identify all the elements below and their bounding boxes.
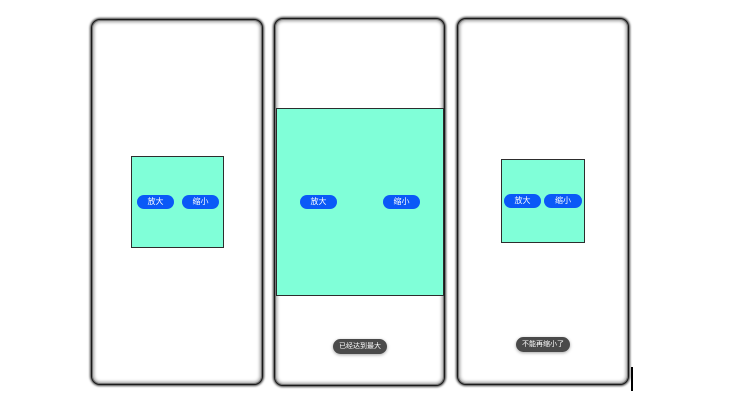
text-cursor <box>631 367 633 391</box>
toast-max-reached: 已经达到最大 <box>333 339 387 354</box>
zoom-out-button[interactable]: 缩小 <box>383 195 420 209</box>
zoomable-box: 放大 缩小 <box>131 156 224 248</box>
phone-screen-default: 放大 缩小 <box>91 19 263 385</box>
zoom-out-button[interactable]: 缩小 <box>544 194 582 208</box>
toast-min-reached: 不能再缩小了 <box>516 337 570 352</box>
zoomable-box: 放大 缩小 <box>501 159 585 243</box>
zoom-out-button[interactable]: 缩小 <box>182 195 219 209</box>
zoom-in-button[interactable]: 放大 <box>504 194 541 208</box>
phone-screen-max: 放大 缩小 已经达到最大 <box>274 18 445 386</box>
phone-screen-min: 放大 缩小 不能再缩小了 <box>457 18 629 385</box>
zoom-in-button[interactable]: 放大 <box>137 195 174 209</box>
zoom-in-button[interactable]: 放大 <box>300 195 337 209</box>
zoomable-box: 放大 缩小 <box>276 108 444 296</box>
